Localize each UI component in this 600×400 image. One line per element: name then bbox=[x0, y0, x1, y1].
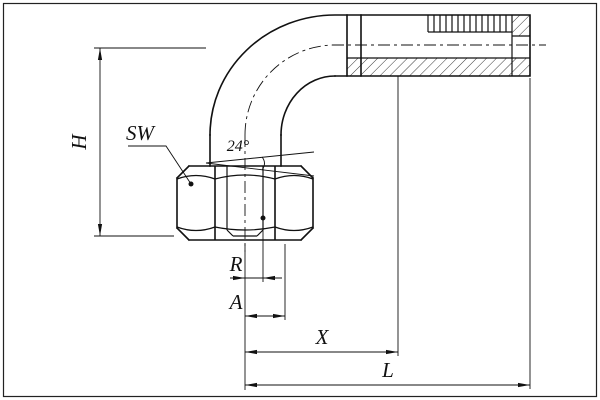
nut-chamfer-arcs bbox=[176, 174, 314, 232]
label-height: H bbox=[67, 133, 91, 151]
label-wrench-size: SW bbox=[126, 121, 157, 145]
label-dim-x: X bbox=[315, 325, 330, 349]
r-leader-dot bbox=[260, 215, 266, 221]
dimension-R: R bbox=[229, 215, 282, 282]
dimension-24deg: 24° bbox=[205, 138, 315, 177]
label-thread: R bbox=[229, 252, 243, 276]
dimension-H: H bbox=[67, 47, 206, 237]
centerlines bbox=[244, 44, 546, 390]
label-cone-angle: 24° bbox=[227, 138, 250, 155]
dimension-X: X bbox=[245, 76, 399, 356]
dimension-SW-leader: SW bbox=[126, 121, 194, 187]
dimension-A: A bbox=[228, 244, 286, 320]
section-hatching bbox=[347, 15, 530, 76]
label-overall-length: L bbox=[381, 358, 394, 382]
label-dim-a: A bbox=[228, 290, 243, 314]
hose-barb-serrations bbox=[427, 15, 512, 33]
inner-cone-sleeve bbox=[226, 166, 264, 237]
fitting-body-outline bbox=[209, 14, 531, 167]
dimension-L: L bbox=[245, 78, 531, 389]
sw-leader-dot bbox=[188, 181, 194, 187]
